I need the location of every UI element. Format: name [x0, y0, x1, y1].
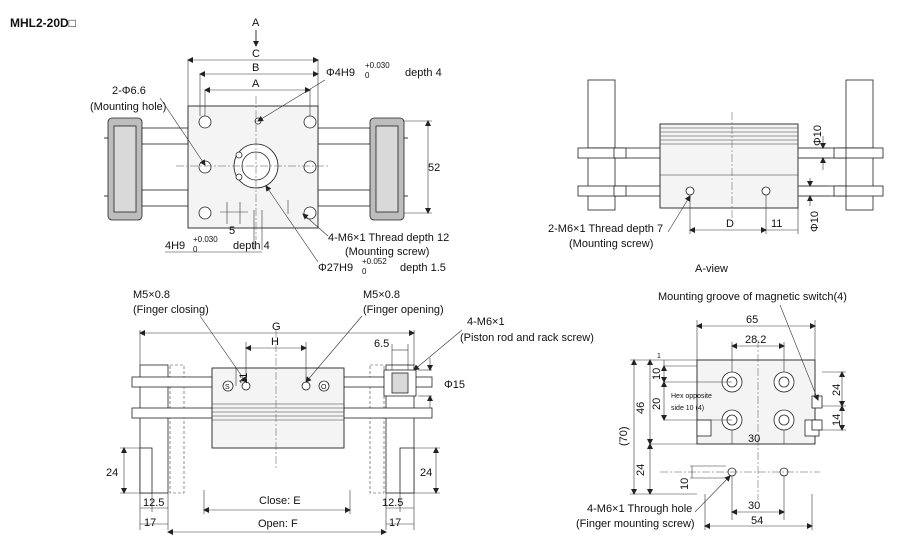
hole-4h9-label: Φ4H9	[326, 67, 355, 79]
aview-screw-right	[761, 186, 771, 196]
through-label: 4-M6×1 Through hole	[587, 503, 692, 515]
left-jaw-face	[113, 125, 137, 213]
bore-tol-upper: +0.052	[362, 257, 387, 266]
aview-screw-label: 2-M6×1 Thread depth 7	[548, 223, 663, 235]
thread-label: 4-M6×1 Thread depth 12	[328, 232, 449, 244]
a-view: Φ10 Φ10 D 11 2-M6×1 Thread depth 7 (Moun…	[548, 79, 884, 275]
front-view: S O M5×0.8 (Finger closing) M5×0.8 (Fing…	[106, 289, 594, 535]
dim-24-right: 24	[420, 467, 432, 479]
bore-depth: depth 1.5	[400, 262, 446, 274]
dim-c: C	[252, 48, 260, 60]
dim-phi15: Φ15	[444, 379, 465, 391]
groove-label: Mounting groove of magnetic switch(4)	[658, 291, 847, 303]
hex-line-1: Hex opposite	[671, 393, 712, 400]
hole-4h9-tol-upper: +0.030	[365, 61, 390, 70]
switch-groove-lower	[811, 419, 823, 431]
side-dim-20: 20	[651, 398, 663, 410]
hole-4h9-depth: depth 4	[405, 67, 442, 79]
aview-screw-left	[685, 186, 695, 196]
front-dim-11: 11	[238, 373, 250, 384]
bore-port-2	[235, 173, 243, 181]
mount-hole-sub: (Mounting hole)	[90, 101, 166, 113]
bottom-4h9-label: 4H9	[165, 240, 185, 252]
opening-port-sub: (Finger opening)	[363, 304, 444, 316]
side-dim-1: 1	[657, 353, 661, 360]
mount-hole-label: 2-Φ6.6	[112, 85, 146, 97]
opening-port	[301, 381, 311, 391]
side-view: Mounting groove of magnetic switch(4) 65…	[576, 291, 847, 530]
lower-rod	[141, 189, 189, 207]
dim-a: A	[252, 78, 260, 90]
hole-4h9-tol-lower: 0	[365, 71, 370, 80]
aview-phi10-top: Φ10	[812, 125, 824, 146]
dim-12-5-right: 12.5	[382, 497, 403, 509]
aview-screw-sub: (Mounting screw)	[569, 238, 653, 250]
mount-hole-mr	[303, 160, 317, 174]
dim-12-5-left: 12.5	[143, 497, 164, 509]
port-s-letter: S	[225, 384, 230, 391]
thread-sub: (Mounting screw)	[345, 246, 429, 258]
bottom-4h9-tol-upper: +0.030	[193, 235, 218, 244]
side-dim-30-mid: 30	[748, 433, 760, 445]
dim-17-right: 17	[389, 517, 401, 529]
side-dim-28-2: 28.2	[745, 334, 766, 346]
aview-phi10-bottom: Φ10	[809, 211, 821, 232]
mount-hole-bl	[198, 206, 212, 220]
side-dim-54: 54	[751, 515, 763, 527]
closing-port-label: M5×0.8	[133, 289, 170, 301]
bore-label: Φ27H9	[318, 262, 353, 274]
side-dim-65: 65	[746, 314, 758, 326]
aview-dim-11: 11	[771, 218, 782, 230]
dim-5: 5	[229, 225, 235, 237]
right-jaw-face	[375, 125, 399, 213]
dim-24-left: 24	[106, 467, 118, 479]
side-dim-10-bottom: 10	[679, 478, 691, 490]
aview-caption: A-view	[695, 263, 728, 275]
dim-17-left: 17	[144, 517, 156, 529]
side-dim-46: 46	[635, 402, 647, 414]
model-title: MHL2-20D□	[10, 16, 76, 30]
dim-b: B	[252, 62, 259, 74]
piston-label: 4-M6×1	[467, 316, 505, 328]
side-dim-10: 10	[651, 368, 663, 380]
open-f: Open: F	[258, 518, 298, 530]
dim-g: G	[272, 321, 281, 333]
mount-hole-tl	[198, 115, 212, 129]
port-s-circle	[222, 380, 234, 392]
bottom-4h9-depth: depth 4	[233, 240, 270, 252]
port-o-circle	[318, 380, 330, 392]
dim-6-5: 6.5	[374, 338, 389, 350]
upper-rod-right	[317, 127, 371, 145]
bottom-4h9-tol-lower: 0	[193, 245, 198, 254]
piston-sub: (Piston rod and rack screw)	[460, 332, 594, 344]
side-body	[696, 359, 816, 445]
upper-rod	[141, 127, 189, 145]
mount-hole-br	[303, 206, 317, 220]
side-dim-24-top: 24	[831, 384, 843, 396]
side-dim-30-bottom: 30	[748, 500, 760, 512]
bore-port-1	[235, 151, 243, 159]
side-dim-24-bottom: 24	[635, 464, 647, 476]
top-view: A C B A Φ4H9 +0.030 0 depth 4 2-Φ6.6 (Mo…	[90, 17, 449, 276]
opening-port-label: M5×0.8	[363, 289, 400, 301]
bore-tol-lower: 0	[362, 267, 367, 276]
aview-dim-d: D	[726, 218, 734, 230]
close-e: Close: E	[259, 495, 301, 507]
dim-h: H	[271, 336, 279, 348]
lower-rod-right	[317, 189, 371, 207]
section-marker-a: A	[252, 17, 260, 29]
hex-line-2: side 10 (4)	[671, 405, 704, 412]
mount-hole-tr	[303, 115, 317, 129]
closing-port-sub: (Finger closing)	[133, 304, 209, 316]
aview-body	[659, 123, 799, 209]
side-dim-14: 14	[831, 414, 843, 426]
dim-52: 52	[428, 162, 440, 174]
mount-hole-ml	[198, 160, 212, 174]
through-sub: (Finger mounting screw)	[576, 518, 695, 530]
port-o-letter: O	[321, 384, 327, 391]
side-dim-70: (70)	[618, 426, 630, 446]
